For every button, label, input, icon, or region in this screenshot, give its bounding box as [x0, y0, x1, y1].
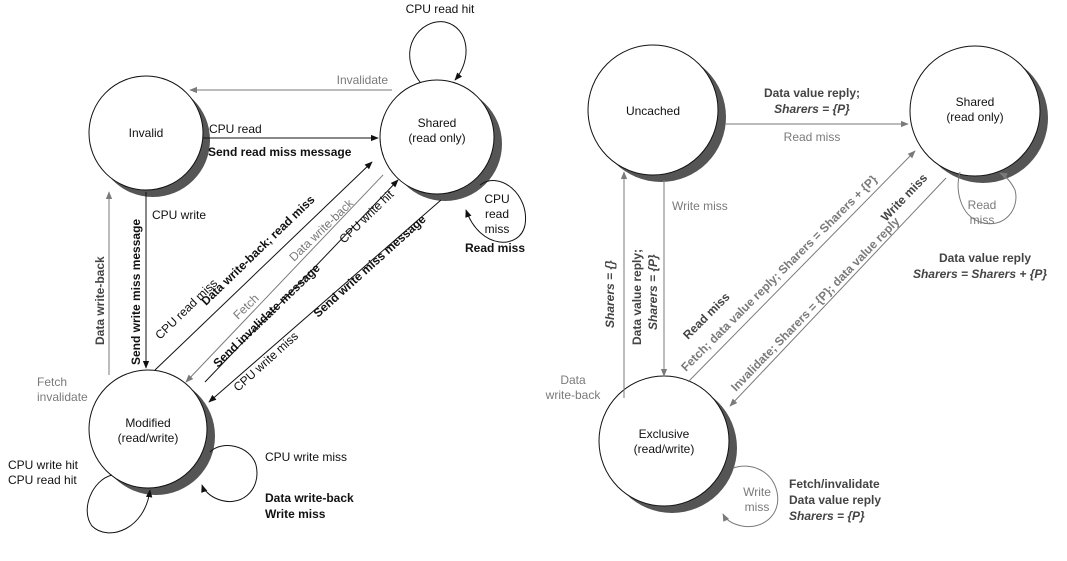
lbl-dvr-v-1: Data value reply; [630, 249, 644, 345]
lbl-write-miss-r: Write miss [672, 199, 728, 213]
lbl-read-miss: Read miss [465, 241, 525, 255]
lbl-dvr-sharers-1: Data value reply [939, 251, 1031, 265]
lbl-dwb-write-miss-1: Data write-back [265, 491, 354, 505]
lbl-dvr-sharers-2: Sharers = Sharers + {P} [913, 267, 1047, 281]
lbl-shared-r-self-2: miss [970, 213, 995, 227]
lbl-data-write-back-v: Data write-back [93, 256, 107, 345]
lbl-fetch-inv-3: Sharers = {P} [789, 509, 865, 523]
arrow-shared-to-modified-gray [185, 174, 384, 383]
state-invalid: Invalid [88, 75, 210, 197]
left-cache-diagram: Invalid Shared (read only) Modified (rea… [8, 2, 526, 534]
lbl-data-1: Data [560, 373, 586, 387]
shared-r-self-loop [957, 171, 1017, 225]
state-uncached-label: Uncached [626, 104, 680, 118]
state-shared-sublabel: (read only) [408, 131, 465, 145]
lbl-send-write-miss-v: Send write miss message [129, 219, 143, 365]
lbl-invalidate: Invalidate [337, 73, 389, 87]
lbl-dvr-v-2: Sharers = {P} [646, 254, 660, 330]
state-exclusive-label: Exclusive [639, 427, 690, 441]
lbl-shared-self-3: miss [485, 222, 510, 236]
state-shared-r-label: Shared [956, 95, 995, 109]
state-uncached: Uncached [587, 44, 726, 182]
lbl-cpu-write: CPU write [152, 208, 206, 222]
lbl-data-value-reply: Data value reply; [764, 86, 860, 100]
state-modified: Modified (read/write) [88, 369, 215, 495]
lbl-data-2: write-back [545, 388, 602, 402]
arrow-shared-to-modified [208, 199, 442, 403]
modified-self-loop-left [86, 474, 153, 534]
state-shared-label: Shared [418, 116, 457, 130]
lbl-cpu-read-hit: CPU read hit [406, 2, 475, 16]
shared-self-loop-right [465, 180, 526, 243]
lbl-read-miss-r: Read miss [784, 130, 841, 144]
arrow-modified-to-shared-2 [204, 179, 399, 383]
lbl-fetch-inv-1: Fetch/invalidate [789, 477, 880, 491]
lbl-cpu-write-miss: CPU write miss [265, 450, 347, 464]
lbl-sharers-p: Sharers = {P} [774, 102, 850, 116]
lbl-mod-self-1: CPU write hit [8, 458, 79, 472]
lbl-cpu-read: CPU read [209, 122, 262, 136]
arrow-exclusive-to-shared [687, 150, 916, 383]
state-modified-sublabel: (read/write) [118, 431, 179, 445]
lbl-shared-self-1: CPU [484, 192, 509, 206]
lbl-dwb-write-miss-2: Write miss [265, 507, 326, 521]
right-directory-diagram: Uncached Shared (read only) Exclusive (r… [545, 44, 1048, 528]
lbl-excl-self-1: Write [743, 485, 771, 499]
lbl-fetch: Fetch [37, 375, 67, 389]
state-exclusive: Exclusive (read/write) [598, 375, 737, 513]
state-exclusive-sublabel: (read/write) [634, 442, 695, 456]
lbl-mod-self-2: CPU read hit [8, 473, 77, 487]
lbl-invalidate-2: invalidate [37, 390, 88, 404]
state-shared-r: Shared (read only) [909, 45, 1048, 183]
lbl-write-miss-diag: Write miss [878, 171, 930, 224]
lbl-sharers-empty: Sharers = {} [603, 260, 617, 328]
arrow-shared-to-exclusive [729, 177, 947, 407]
shared-self-loop-top [409, 21, 467, 83]
lbl-shared-self-2: read [485, 207, 509, 221]
state-shared-r-sublabel: (read only) [946, 110, 1003, 124]
lbl-excl-self-2: miss [745, 500, 770, 514]
lbl-fetch-inv-2: Data value reply [789, 493, 881, 507]
state-shared: Shared (read only) [379, 79, 502, 201]
modified-self-loop-right [201, 445, 258, 503]
arrow-modified-to-shared-1 [154, 161, 373, 371]
state-invalid-label: Invalid [129, 126, 164, 140]
state-modified-label: Modified [125, 416, 170, 430]
lbl-send-read-miss: Send read miss message [208, 145, 352, 159]
exclusive-self-loop [722, 465, 779, 528]
lbl-shared-r-self-1: Read [968, 198, 997, 212]
